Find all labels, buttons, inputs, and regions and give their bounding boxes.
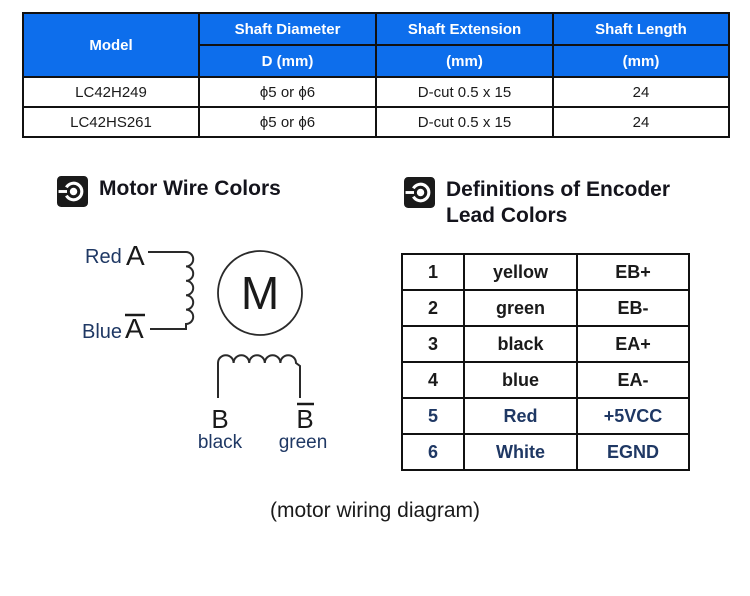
cell-lead-color: yellow	[463, 253, 578, 291]
col-header-model: Model	[22, 12, 200, 78]
col-header-shaft-length: Shaft Length	[552, 12, 730, 46]
section-title: Motor Wire Colors	[99, 177, 281, 200]
table-row: 1 yellow EB+	[401, 253, 690, 291]
phase-b-coil	[217, 354, 301, 398]
section-title: Definitions of Encoder Lead Colors	[446, 177, 670, 229]
table-row: LC42H249 ϕ5 or ϕ6 D-cut 0.5 x 15 24	[22, 76, 730, 108]
section-encoder-lead-colors: Definitions of Encoder Lead Colors	[404, 177, 670, 229]
table-row: 2 green EB-	[401, 289, 690, 327]
cell-signal: EA+	[576, 325, 690, 363]
motor-wiring-diagram: Red A Blue A M B B black green	[82, 240, 328, 453]
cell-shaft-extension: D-cut 0.5 x 15	[375, 106, 554, 138]
col-subheader-shaft-length: (mm)	[552, 44, 730, 78]
cell-lead-color: green	[463, 289, 578, 327]
cell-shaft-length: 24	[552, 106, 730, 138]
cell-signal: +5VCC	[576, 397, 690, 435]
cell-pin: 6	[401, 433, 465, 471]
terminal-label-a: A	[126, 240, 145, 271]
spec-table: Model Shaft Diameter Shaft Extension Sha…	[22, 12, 730, 138]
encoder-lead-table: 1 yellow EB+ 2 green EB- 3 black EA+ 4 b…	[401, 253, 690, 471]
bullseye-logo-icon	[404, 177, 435, 208]
col-header-shaft-diameter: Shaft Diameter	[198, 12, 377, 46]
cell-signal: EB-	[576, 289, 690, 327]
phase-a-coil	[148, 251, 195, 330]
terminal-label-b-bar: B	[296, 404, 313, 434]
cell-lead-color: White	[463, 433, 578, 471]
wire-color-label-red: Red	[85, 246, 122, 268]
cell-lead-color: black	[463, 325, 578, 363]
cell-lead-color: blue	[463, 361, 578, 399]
table-row: 4 blue EA-	[401, 361, 690, 399]
wire-color-label-blue: Blue	[82, 321, 122, 343]
motor-circle	[217, 250, 303, 336]
cell-signal: EGND	[576, 433, 690, 471]
spec-header-row-2: D (mm) (mm) (mm)	[23, 44, 730, 78]
wire-color-label-black: black	[198, 432, 243, 453]
cell-pin: 2	[401, 289, 465, 327]
cell-shaft-extension: D-cut 0.5 x 15	[375, 76, 554, 108]
cell-signal: EB+	[576, 253, 690, 291]
motor-letter: M	[241, 267, 279, 319]
col-subheader-shaft-extension: (mm)	[375, 44, 554, 78]
wire-color-label-green: green	[279, 432, 328, 453]
cell-pin: 1	[401, 253, 465, 291]
table-row: 6 White EGND	[401, 433, 690, 471]
cell-pin: 3	[401, 325, 465, 363]
section-motor-wire-colors: Motor Wire Colors	[57, 176, 281, 207]
figure-caption: (motor wiring diagram)	[269, 499, 481, 522]
cell-pin: 4	[401, 361, 465, 399]
col-header-shaft-extension: Shaft Extension	[375, 12, 554, 46]
section-title-line2: Lead Colors	[446, 204, 568, 227]
cell-model: LC42H249	[22, 76, 200, 108]
cell-signal: EA-	[576, 361, 690, 399]
spec-header-row-1: Model Shaft Diameter Shaft Extension Sha…	[22, 12, 730, 78]
cell-pin: 5	[401, 397, 465, 435]
table-row: 5 Red +5VCC	[401, 397, 690, 435]
cell-shaft-length: 24	[552, 76, 730, 108]
cell-shaft-diameter: ϕ5 or ϕ6	[198, 106, 377, 138]
section-title-line1: Definitions of Encoder	[446, 178, 671, 201]
cell-lead-color: Red	[463, 397, 578, 435]
terminal-label-a-bar: A	[125, 313, 144, 344]
col-subheader-shaft-diameter: D (mm)	[198, 44, 377, 78]
bullseye-logo-icon	[57, 176, 88, 207]
terminal-label-b: B	[211, 404, 228, 434]
cell-model: LC42HS261	[22, 106, 200, 138]
cell-shaft-diameter: ϕ5 or ϕ6	[198, 76, 377, 108]
table-row: 3 black EA+	[401, 325, 690, 363]
table-row: LC42HS261 ϕ5 or ϕ6 D-cut 0.5 x 15 24	[22, 106, 730, 138]
